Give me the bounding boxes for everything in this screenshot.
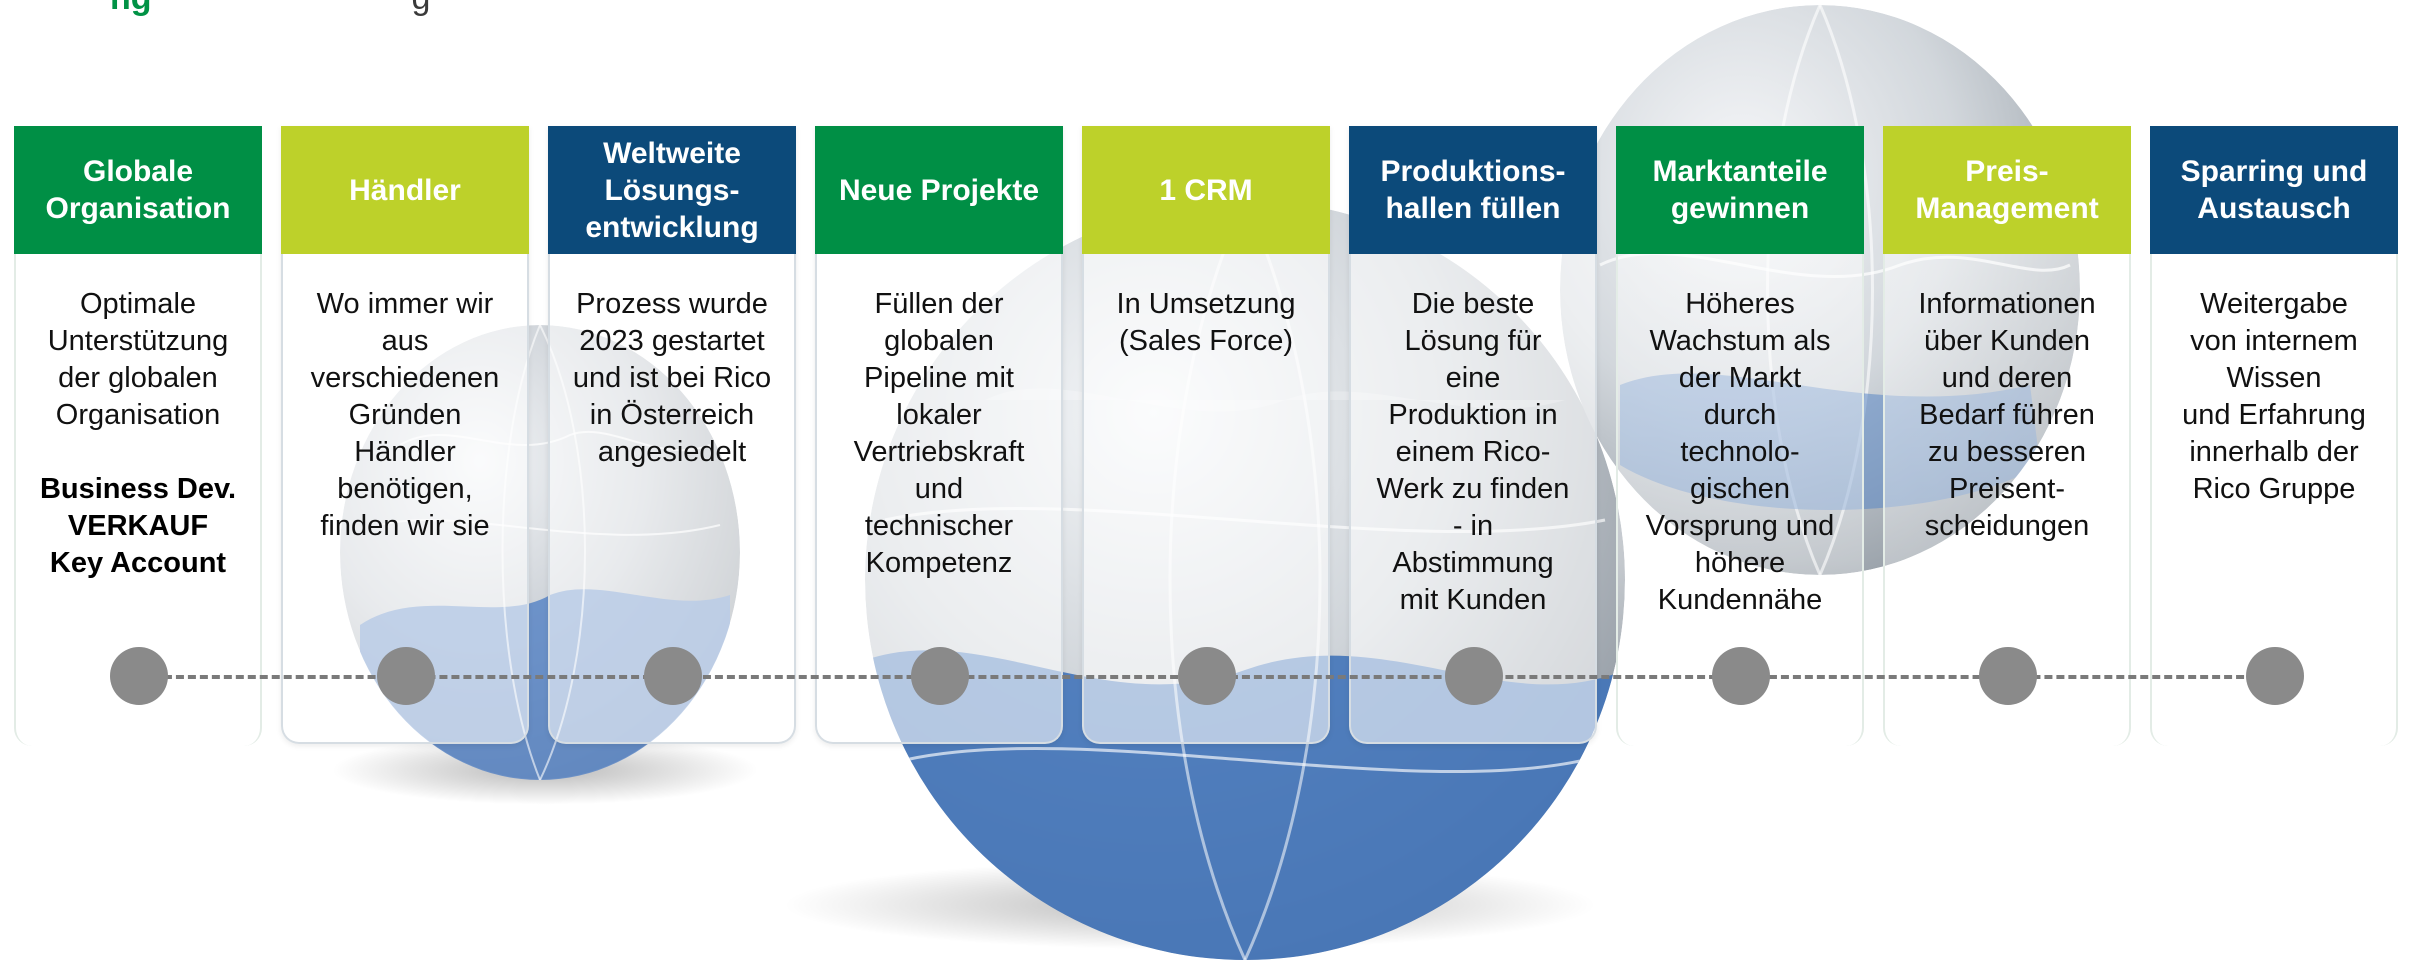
column-header: Globale Organisation	[14, 126, 262, 254]
timeline-dot	[110, 647, 168, 705]
column-haendler: Händler Wo immer wir aus verschiedenen G…	[281, 126, 529, 744]
column-text: Weitergabe von internem Wissen und Erfah…	[2182, 288, 2366, 505]
timeline-dot	[911, 647, 969, 705]
timeline-dot	[2246, 647, 2304, 705]
column-header: Marktanteile gewinnen	[1616, 126, 1864, 254]
column-1-crm: 1 CRM In Umsetzung (Sales Force)	[1082, 126, 1330, 744]
timeline-dot	[1445, 647, 1503, 705]
column-text: Die beste Lösung für eine Produktion in …	[1376, 288, 1570, 616]
column-text: Füllen der globalen Pipeline mit lokaler…	[853, 288, 1025, 579]
column-produktionshallen-fuellen: Produktions- hallen füllen Die beste Lös…	[1349, 126, 1597, 744]
column-header: 1 CRM	[1082, 126, 1330, 254]
top-heading-accent: ng	[110, 0, 152, 17]
timeline-dot	[1712, 647, 1770, 705]
column-text: Wo immer wir aus verschiedenen Gründen H…	[310, 288, 500, 542]
timeline-dot	[1979, 647, 2037, 705]
process-columns: Globale Organisation Optimale Unterstütz…	[14, 126, 2398, 746]
column-text: Optimale Unterstützung der globalen Orga…	[47, 288, 229, 431]
column-globale-organisation: Globale Organisation Optimale Unterstütz…	[14, 126, 262, 746]
top-heading-text: g	[412, 0, 431, 17]
column-neue-projekte: Neue Projekte Füllen der globalen Pipeli…	[815, 126, 1063, 744]
column-header: Weltweite Lösungs- entwicklung	[548, 126, 796, 254]
column-sparring-und-austausch: Sparring und Austausch Weitergabe von in…	[2150, 126, 2398, 746]
timeline-dot	[1178, 647, 1236, 705]
column-marktanteile-gewinnen: Marktanteile gewinnen Höheres Wachstum a…	[1616, 126, 1864, 746]
column-header: Händler	[281, 126, 529, 254]
timeline-dot	[644, 647, 702, 705]
timeline-dot	[377, 647, 435, 705]
column-preis-management: Preis- Management Informationen über Kun…	[1883, 126, 2131, 746]
column-text: Prozess wurde 2023 gestartet und ist bei…	[572, 288, 772, 468]
column-header: Neue Projekte	[815, 126, 1063, 254]
column-header: Produktions- hallen füllen	[1349, 126, 1597, 254]
column-weltweite-loesungsentwicklung: Weltweite Lösungs- entwicklung Prozess w…	[548, 126, 796, 744]
column-header: Preis- Management	[1883, 126, 2131, 254]
column-text: Informationen über Kunden und deren Beda…	[1918, 288, 2096, 542]
top-heading: ng g	[110, 0, 430, 18]
column-text: In Umsetzung (Sales Force)	[1116, 288, 1296, 357]
column-text: Höheres Wachstum als der Markt durch tec…	[1645, 288, 1835, 616]
column-header: Sparring und Austausch	[2150, 126, 2398, 254]
column-bold-text: Business Dev. VERKAUF Key Account	[39, 473, 237, 579]
